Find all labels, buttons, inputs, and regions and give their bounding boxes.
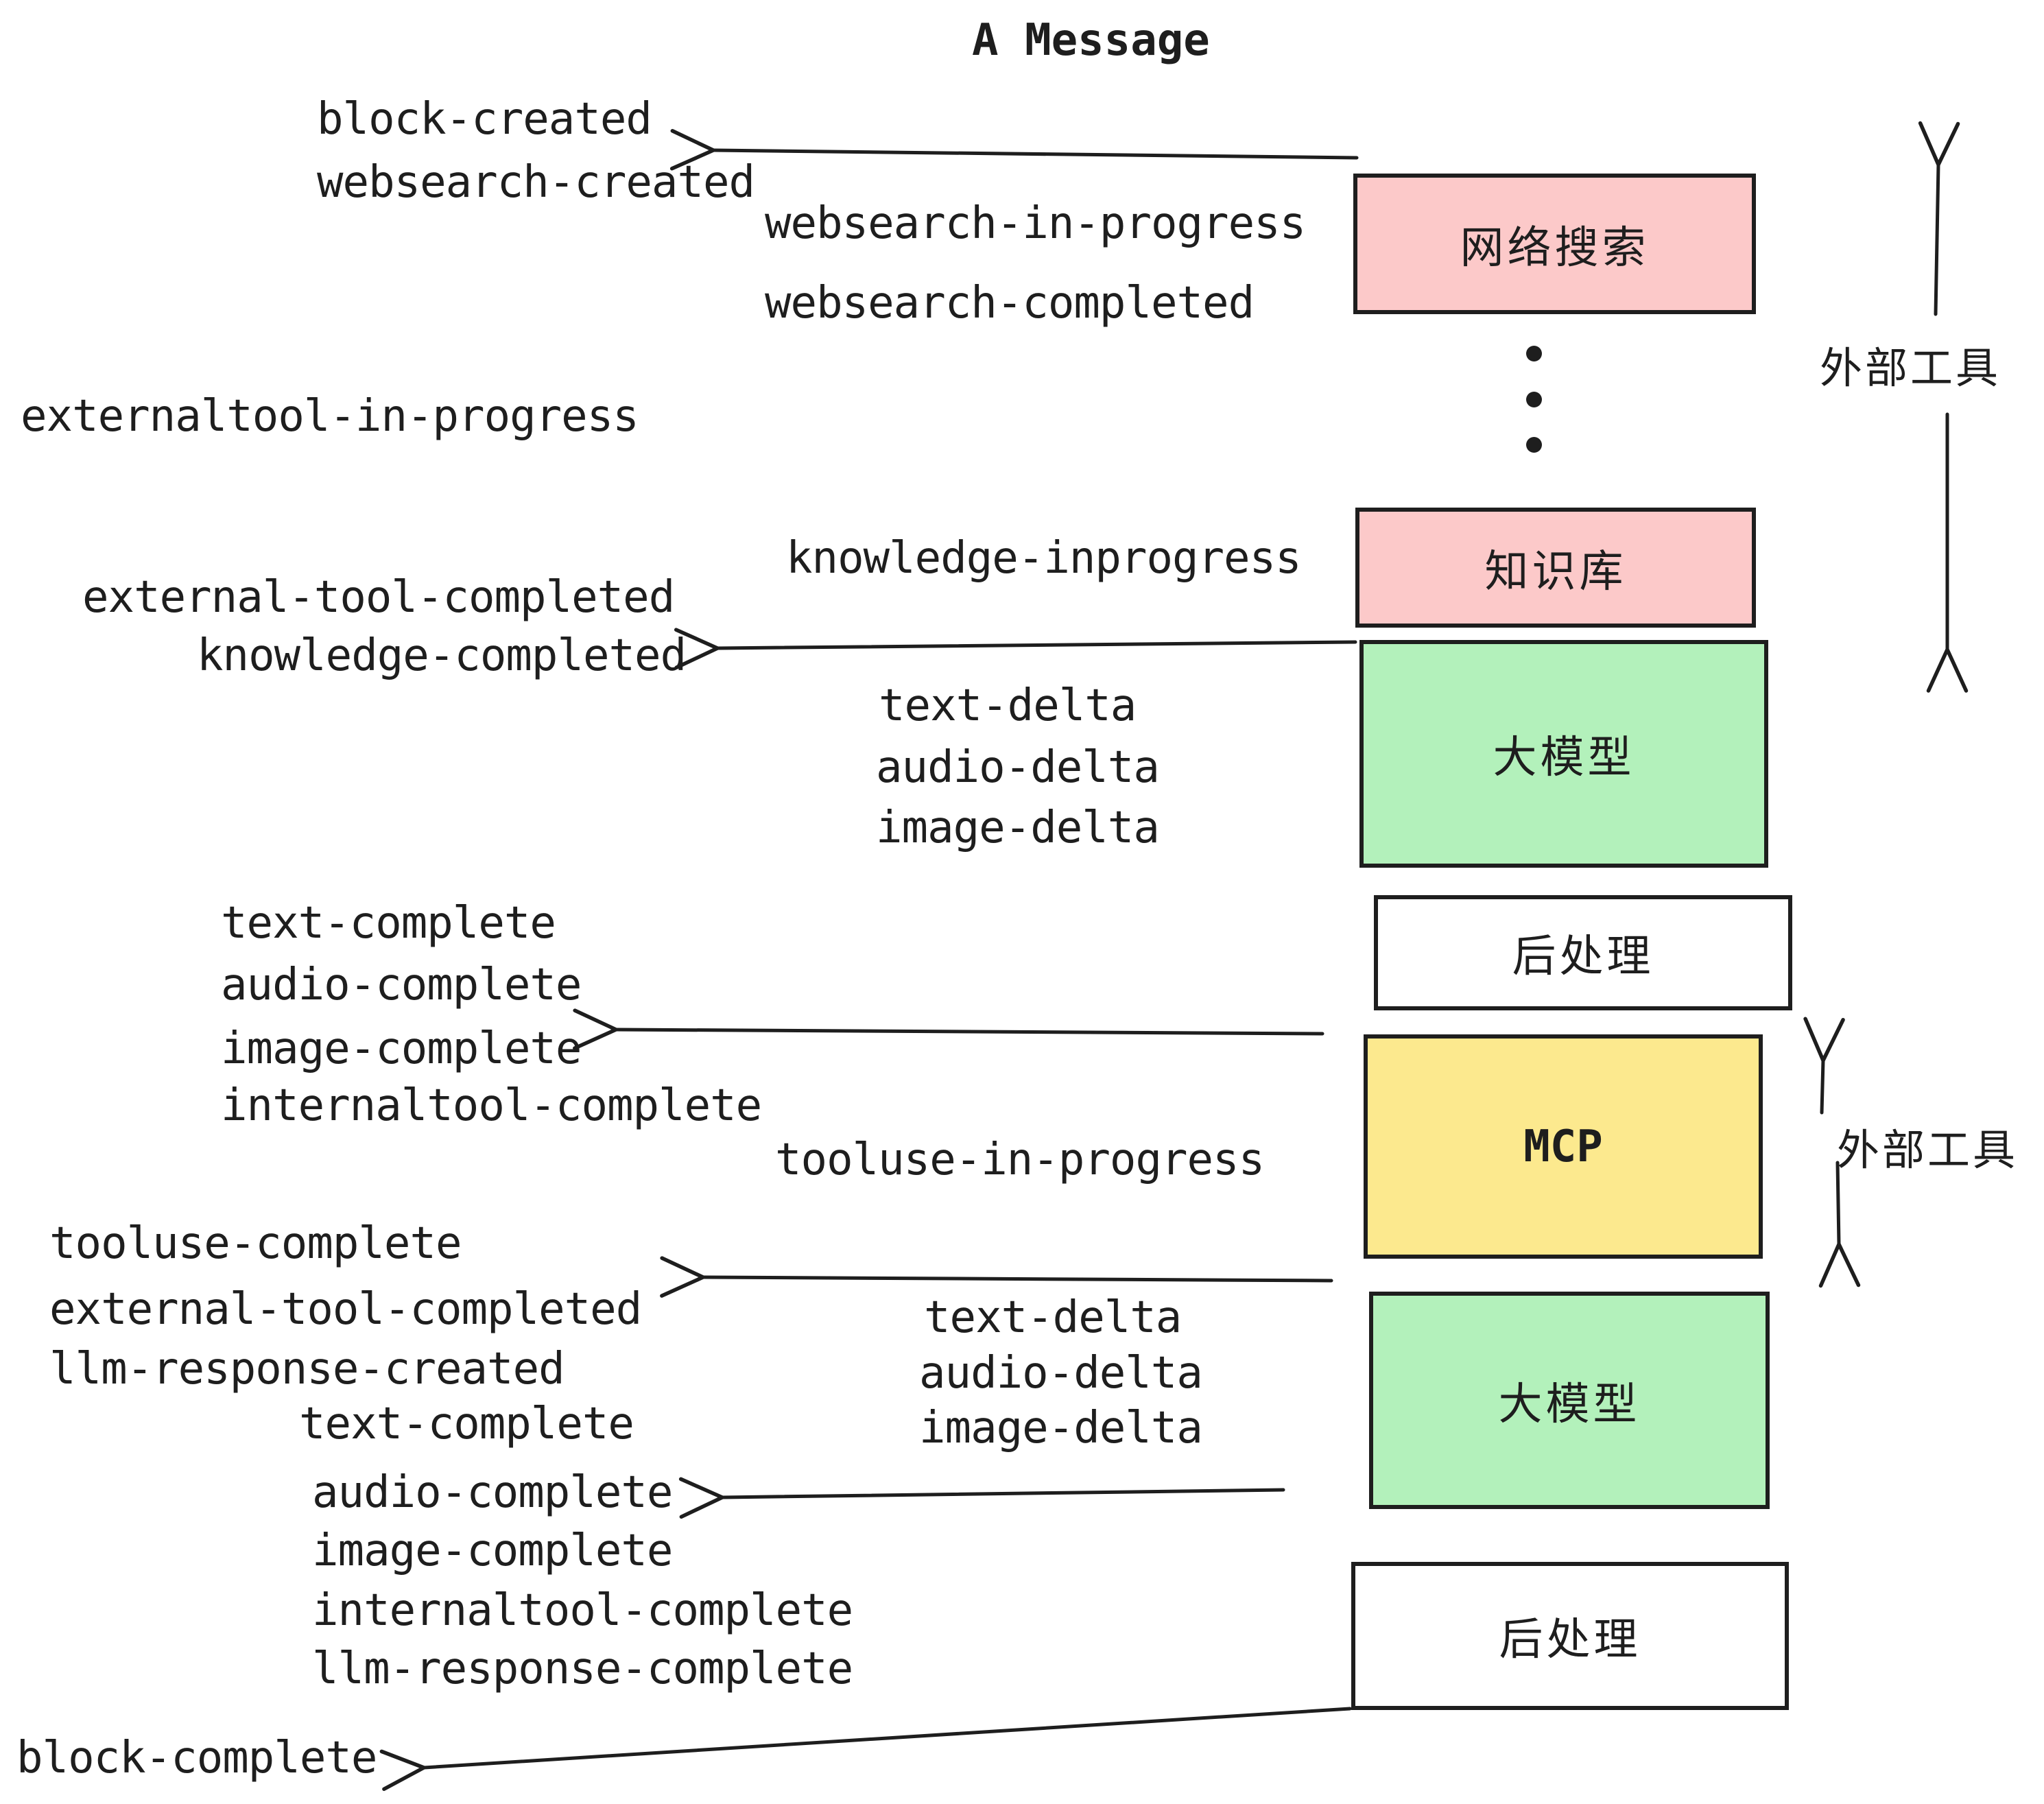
arrow-websearch-to-block-created (669, 129, 1359, 171)
event-label-knowledge-inprogress: knowledge-inprogress (786, 533, 1302, 584)
node-mcp: MCP (1364, 1034, 1763, 1259)
arrow-llm1-to-knowledge-completed (674, 628, 1357, 669)
event-label-text-delta-2: text-delta (924, 1292, 1182, 1343)
event-label-internaltool-complete-1: internaltool-complete (221, 1080, 762, 1131)
node-postprocess-2-label: 后处理 (1499, 1615, 1641, 1664)
event-label-audio-complete-1: audio-complete (221, 960, 582, 1010)
ellipsis-dot-icon (1526, 392, 1542, 407)
event-label-externaltool-in-progress: externaltool-in-progress (21, 391, 639, 442)
node-websearch-label: 网络搜索 (1460, 222, 1650, 272)
arrow-mcp-external-up (1803, 1017, 1845, 1115)
node-llm-1-label: 大模型 (1493, 733, 1635, 782)
event-label-text-complete-1: text-complete (221, 898, 556, 949)
node-postprocess-1-label: 后处理 (1512, 931, 1654, 981)
event-label-image-delta-2: image-delta (919, 1403, 1203, 1453)
event-label-llm-response-created: llm-response-created (49, 1344, 565, 1394)
event-label-websearch-in-progress: websearch-in-progress (765, 198, 1306, 249)
arrow-llm2-to-audio-complete (678, 1477, 1285, 1519)
event-label-audio-delta-1: audio-delta (876, 742, 1160, 793)
event-label-block-complete: block-complete (16, 1733, 377, 1783)
annotation-external-tools-top: 外部工具 (1820, 345, 2001, 392)
event-label-block-created: block-created (317, 94, 652, 145)
event-label-llm-response-complete: llm-response-complete (312, 1643, 853, 1694)
node-postprocess-1: 后处理 (1374, 895, 1792, 1010)
arrow-postprocess1-to-image-complete (573, 1008, 1324, 1050)
node-postprocess-2: 后处理 (1351, 1562, 1789, 1710)
event-label-image-delta-1: image-delta (876, 803, 1160, 853)
arrow-mcp-external-down (1818, 1161, 1861, 1288)
event-label-internaltool-complete-2: internaltool-complete (312, 1585, 853, 1636)
event-label-knowledge-completed: knowledge-completed (197, 630, 687, 681)
arrow-external-tools-up (1918, 121, 1960, 316)
node-websearch: 网络搜索 (1353, 174, 1756, 314)
event-label-external-tool-completed: external-tool-completed (82, 572, 675, 623)
event-label-tooluse-complete: tooluse-complete (49, 1218, 462, 1269)
node-llm-2: 大模型 (1369, 1292, 1770, 1509)
event-label-audio-complete-2: audio-complete (312, 1467, 673, 1518)
arrow-mcp-to-tooluse-complete (660, 1256, 1333, 1298)
annotation-external-tools-mcp: 外部工具 (1837, 1127, 2019, 1174)
arrow-postprocess2-to-block-complete (379, 1707, 1352, 1792)
event-label-image-complete-1: image-complete (221, 1023, 582, 1074)
event-label-image-complete-2: image-complete (312, 1526, 673, 1576)
event-label-external-tool-completed-2: external-tool-completed (49, 1284, 642, 1335)
ellipsis-dot-icon (1526, 346, 1542, 361)
node-llm-2-label: 大模型 (1498, 1379, 1641, 1429)
node-knowledge-base: 知识库 (1355, 508, 1756, 628)
event-label-audio-delta-2: audio-delta (919, 1348, 1203, 1399)
event-label-text-complete-2: text-complete (299, 1399, 634, 1449)
diagram-title: A Message (972, 15, 1210, 66)
node-mcp-label: MCP (1523, 1121, 1603, 1172)
event-label-text-delta-1: text-delta (879, 680, 1137, 731)
node-llm-1: 大模型 (1359, 640, 1768, 868)
ellipsis-dot-icon (1526, 437, 1542, 453)
event-label-websearch-created: websearch-created (317, 157, 755, 208)
node-knowledge-base-label: 知识库 (1484, 546, 1627, 596)
event-label-tooluse-in-progress: tooluse-in-progress (775, 1135, 1265, 1185)
event-label-websearch-completed: websearch-completed (765, 278, 1255, 329)
